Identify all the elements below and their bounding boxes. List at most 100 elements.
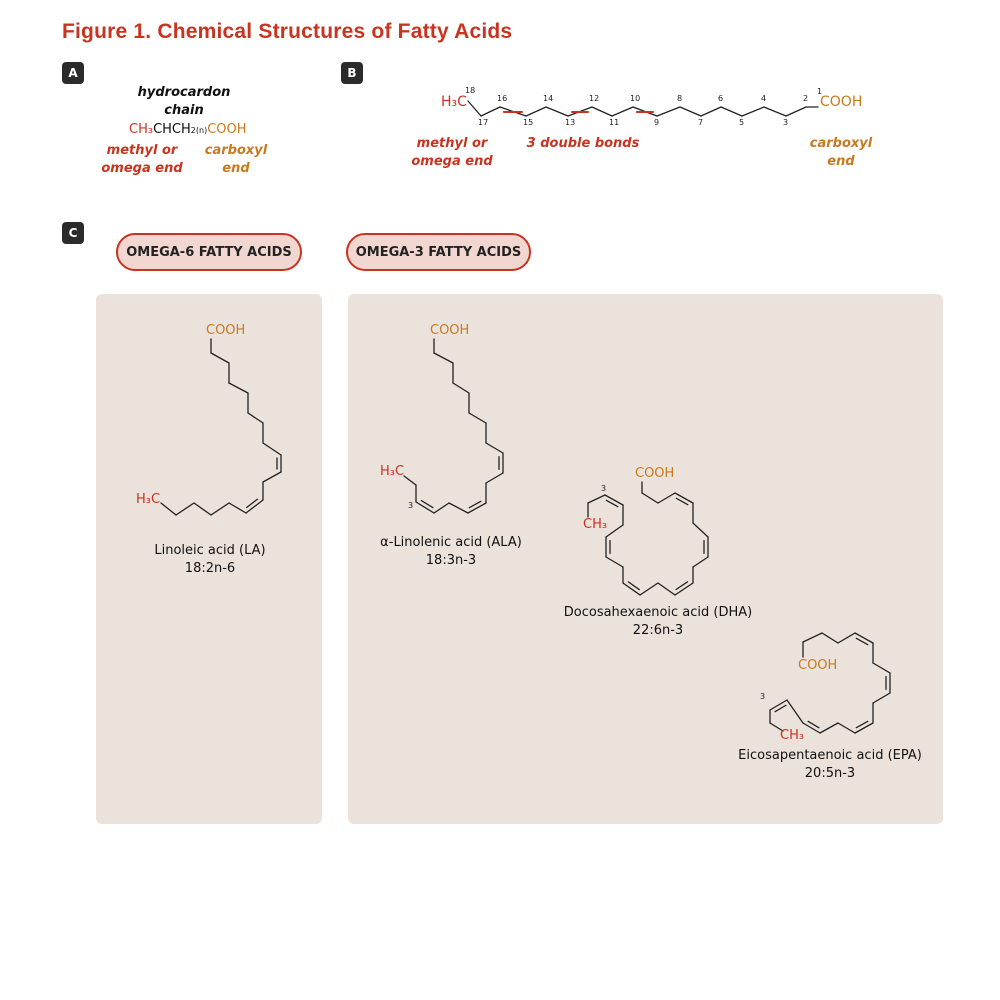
dha-methyl: CH₃	[583, 517, 608, 532]
la-bond	[175, 502, 195, 516]
b-methyl-group: H₃C	[441, 94, 467, 110]
epa-methyl: CH₃	[780, 728, 805, 743]
b-chain-bond	[763, 106, 787, 117]
omega3-pill: OMEGA-3 FATTY ACIDS	[346, 233, 531, 271]
dha-caption: Docosahexaenoic acid (DHA) 22:6n-3	[564, 604, 753, 640]
epa-double-bond	[807, 720, 820, 729]
b-chain-bond	[700, 106, 722, 117]
dha-bond	[674, 492, 694, 504]
carboxyl-end-label: carboxyl end	[205, 142, 267, 178]
epa-bond	[872, 692, 891, 704]
epa-bond	[854, 632, 874, 644]
la-bond	[245, 499, 264, 514]
carbon-number-16: 16	[497, 94, 508, 103]
carbon-number-5: 5	[739, 118, 745, 127]
panel-c-badge: C	[62, 222, 84, 244]
carbon-number-9: 9	[654, 118, 660, 127]
dha-double-bond	[627, 581, 640, 591]
carbon-number-10: 10	[630, 94, 641, 103]
la-double-bond	[245, 498, 259, 509]
b-carboxyl-group: COOH	[820, 94, 863, 110]
la-formula: 18:2n-6	[184, 561, 236, 576]
epa-bond	[854, 722, 874, 734]
ala-carboxyl: COOH	[430, 323, 470, 338]
ala-double-bond	[468, 500, 482, 509]
chain-subscript: 2(n)	[190, 126, 208, 135]
b-chain-bond	[467, 100, 482, 117]
epa-formula: 20:5n-3	[804, 766, 856, 781]
b-methyl-label-line2: omega end	[411, 154, 493, 169]
la-bond	[193, 502, 212, 516]
epa-bond	[802, 722, 821, 734]
ala-bond	[485, 472, 504, 484]
epa-bond	[769, 722, 784, 732]
ala-methyl: H₃C	[380, 464, 405, 479]
ala-double-bond	[420, 499, 434, 509]
ala-formula: 18:3n-3	[425, 553, 477, 568]
carbon-number-18: 18	[465, 86, 476, 95]
dha-double-bond	[675, 497, 689, 506]
carbon-number-3: 3	[783, 118, 789, 127]
omega6-panel	[96, 294, 322, 824]
carbon-number-7: 7	[698, 118, 704, 127]
carboxyl-group: COOH	[207, 122, 247, 137]
carbon-number-14: 14	[543, 94, 554, 103]
b-carboxyl-label-line1: carboxyl	[809, 136, 873, 151]
ala-bond	[485, 442, 504, 454]
dha-bond	[674, 582, 694, 596]
epa-double-bond	[855, 720, 869, 729]
chain-group: CHCH	[153, 122, 191, 137]
ala-bond	[468, 412, 487, 424]
carbon-number-17: 17	[478, 118, 489, 127]
carbon-number-1: 1	[817, 87, 823, 96]
carbon-number-6: 6	[718, 94, 724, 103]
methyl-group: CH₃	[129, 122, 154, 137]
ala-bond	[433, 352, 454, 364]
b-chain-bond	[656, 106, 681, 117]
carbon-number-11: 11	[609, 118, 620, 127]
dha-bond	[657, 492, 676, 504]
general-formula: CH₃CHCH2(n)COOH	[129, 122, 247, 137]
ala-bond	[452, 382, 470, 394]
figure-title: Figure 1. Chemical Structures of Fatty A…	[62, 20, 513, 43]
epa-double-bond	[855, 637, 869, 646]
dha-bond	[641, 492, 659, 504]
la-bond	[262, 471, 282, 483]
b-carboxyl-end-label: carboxyl end	[810, 135, 872, 171]
dha-bond	[604, 494, 624, 506]
methyl-label-line1: methyl or	[106, 143, 178, 158]
b-chain-bond	[741, 106, 765, 117]
ala-bond	[467, 502, 487, 514]
carboxyl-label-line2: end	[222, 161, 250, 176]
la-name: Linoleic acid (LA)	[154, 543, 266, 558]
b-chain-bond	[480, 106, 501, 117]
la-bond	[210, 352, 230, 364]
carboxyl-label-line1: carboxyl	[204, 143, 268, 158]
la-carboxyl: COOH	[206, 323, 246, 338]
methyl-end-label: methyl or omega end	[101, 142, 182, 178]
panel-a-badge: A	[62, 62, 84, 84]
b-chain-bond	[611, 106, 634, 117]
dha-carboxyl: COOH	[635, 466, 675, 481]
la-methyl: H₃C	[136, 492, 161, 507]
dha-bond	[622, 582, 641, 596]
dha-bond	[639, 582, 659, 596]
dha-formula: 22:6n-3	[632, 623, 684, 638]
b-carboxyl-label-line2: end	[827, 154, 855, 169]
dha-bond	[692, 522, 709, 538]
dha-double-bond	[675, 581, 689, 591]
ala-bond	[403, 475, 417, 486]
carbon-number-8: 8	[677, 94, 683, 103]
b-chain-bond	[720, 106, 743, 117]
dha-bond	[605, 524, 624, 538]
b-chain-bond	[785, 106, 807, 117]
b-chain-bond	[545, 106, 569, 117]
dha-name: Docosahexaenoic acid (DHA)	[563, 605, 753, 620]
methyl-label-line2: omega end	[101, 161, 183, 176]
carbon-number-15: 15	[523, 118, 534, 127]
carbon-number-2: 2	[803, 94, 809, 103]
b-methyl-end-label: methyl or omega end	[411, 135, 492, 171]
la-bond	[228, 382, 249, 394]
la-bond	[262, 442, 282, 456]
hydrocarbon-chain-label: hydrocardon chain	[138, 84, 231, 120]
